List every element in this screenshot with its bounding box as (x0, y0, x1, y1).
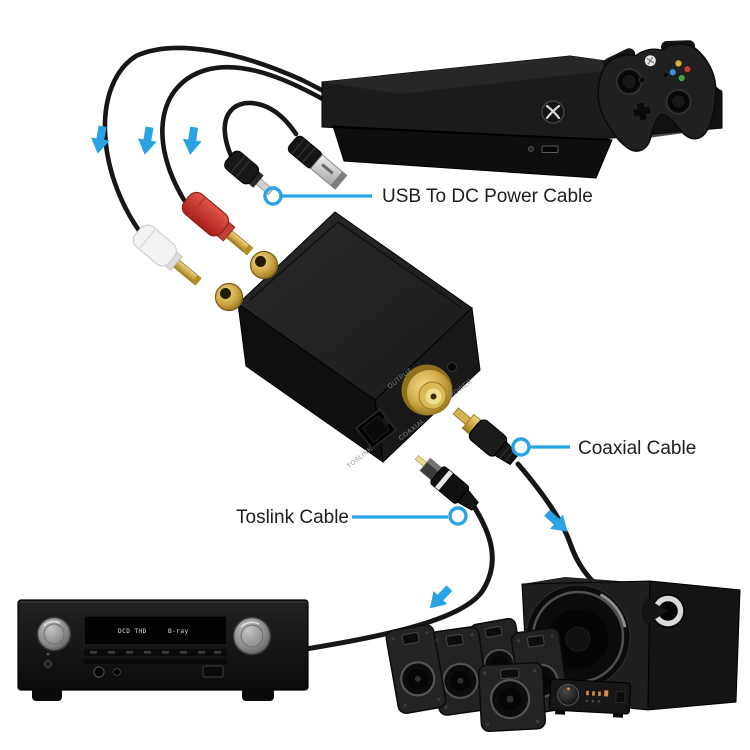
callout-toslink-marker (448, 506, 468, 526)
receiver-power-button (44, 660, 52, 668)
flow-arrow-to-receiver (429, 585, 453, 609)
speaker-system (385, 577, 741, 732)
toslink-output-port (355, 408, 397, 450)
console-top-sheen (322, 56, 648, 94)
subwoofer-port (641, 594, 685, 628)
receiver-front-door (202, 665, 224, 678)
receiver-foot-left (32, 688, 62, 701)
callout-coaxial: Coaxial Cable (511, 437, 696, 459)
coaxial-cable-plug (452, 407, 519, 466)
control-pod (548, 678, 632, 718)
usb-dc-cable-loop (222, 100, 299, 161)
xbox-controller (597, 40, 717, 152)
usb-plug (287, 135, 348, 190)
dc-power-inlet (447, 362, 457, 372)
white-rca-plug (132, 224, 202, 286)
receiver-volume-knob (36, 616, 72, 652)
converter-label-toslink: TOSLINK (346, 446, 375, 470)
coaxial-output-jack (401, 364, 453, 416)
av-receiver: DCD THD B-ray (17, 599, 309, 701)
xbox-guide-button-icon (644, 55, 656, 67)
callout-usb-label: USB To DC Power Cable (382, 186, 593, 207)
controller-dpad (631, 101, 652, 122)
controller-right-stick (665, 88, 692, 115)
controller-menu-button (662, 71, 670, 79)
flow-arrow-down-2 (137, 126, 157, 155)
red-rca-cable (160, 64, 350, 203)
satellite-speaker-1 (385, 623, 447, 715)
pod-indicator-leds (586, 690, 609, 697)
rca-input-jack-left (214, 282, 244, 312)
controller-abxy-buttons (668, 59, 692, 82)
receiver-display-text-right: B-ray (168, 628, 189, 635)
flow-arrow-down-1 (90, 125, 110, 154)
console-usb-port (541, 145, 559, 153)
satellite-speaker-center (477, 662, 547, 732)
receiver-display: DCD THD B-ray (83, 615, 228, 646)
red-rca-plug (181, 191, 254, 256)
callout-toslink: Toslink Cable (236, 506, 468, 528)
dac-converter: OUTPUT COAXIAL POWER TOSLINK (214, 211, 481, 470)
toslink-cable (297, 502, 495, 653)
xbox-logo-icon (541, 100, 565, 124)
white-rca-cable (102, 45, 337, 235)
receiver-input-knob (232, 616, 272, 656)
receiver-setup-mic-jack (113, 668, 121, 676)
controller-view-button (638, 76, 646, 84)
rca-input-jack-right (249, 250, 279, 280)
callout-usb-to-dc: USB To DC Power Cable (263, 186, 593, 207)
receiver-headphone-jack (93, 666, 105, 678)
converter-side-face (237, 302, 384, 464)
flow-arrow-to-speakers (544, 509, 568, 532)
coaxial-cable (515, 461, 603, 592)
callout-toslink-label: Toslink Cable (236, 507, 349, 528)
receiver-foot-right (242, 688, 274, 701)
callout-usb-marker (263, 186, 283, 206)
receiver-button-row (84, 649, 227, 656)
callout-coaxial-marker (511, 437, 531, 457)
pod-knob (557, 683, 580, 706)
toslink-connector (414, 455, 479, 511)
console-power-button (528, 145, 535, 152)
callout-coaxial-label: Coaxial Cable (578, 438, 696, 459)
receiver-display-text-left: DCD THD (118, 628, 147, 635)
dc-power-plug (224, 150, 274, 196)
flow-arrow-down-3 (182, 126, 202, 155)
controller-left-stick (615, 68, 643, 96)
